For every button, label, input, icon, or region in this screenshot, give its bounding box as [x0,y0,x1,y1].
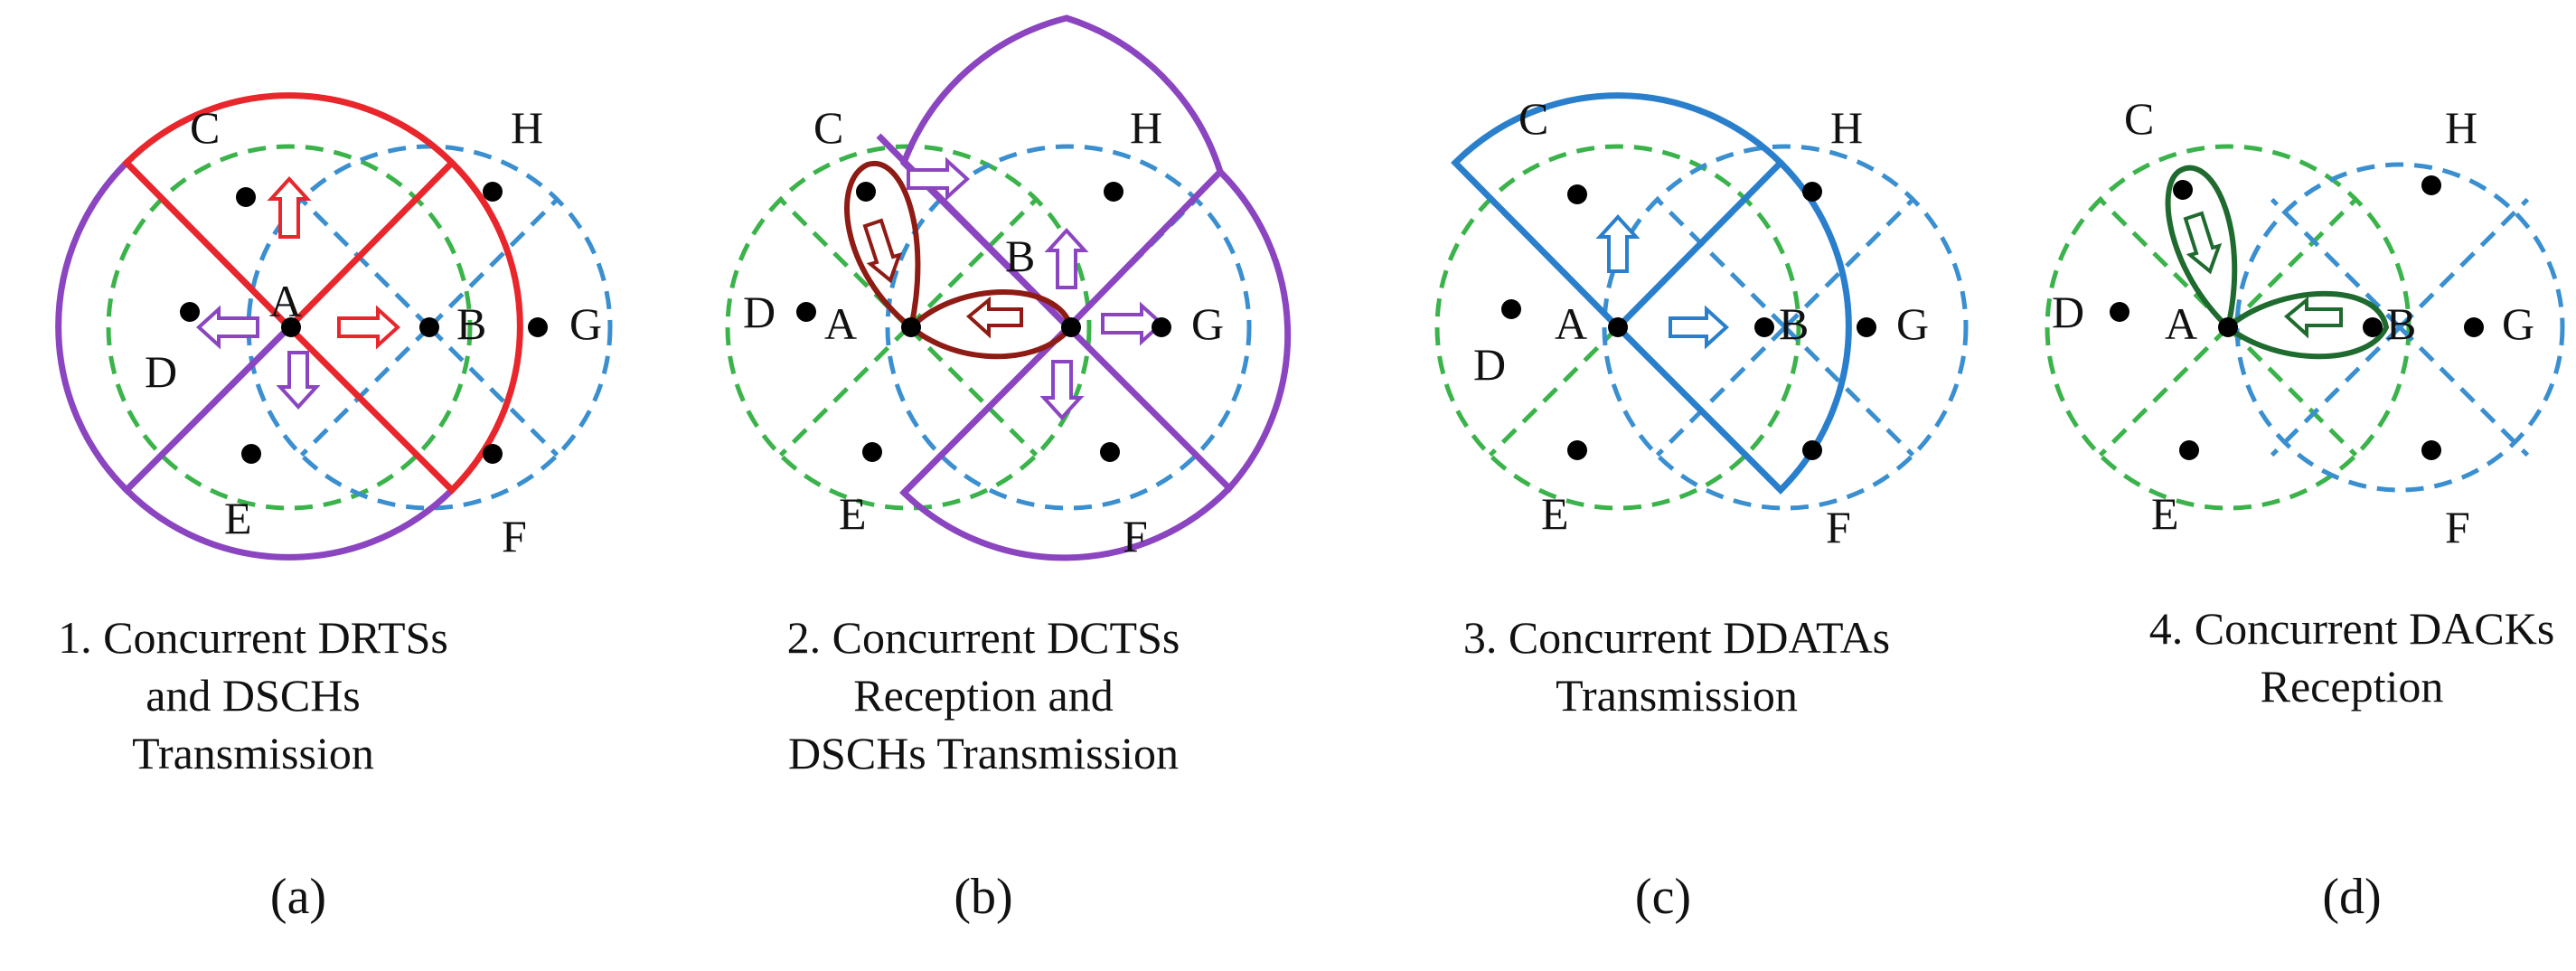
node-e-label: E [2151,488,2179,539]
node-f-label: F [502,511,527,561]
node-h-label: H [1130,102,1162,153]
arrow-down [276,351,321,410]
nodes [796,182,1171,462]
caption-line-2: Reception [2261,661,2444,712]
arrow-diag [862,218,903,284]
arrow-right [337,305,400,350]
node-g-label: G [1191,298,1224,349]
node-f-label: F [1123,511,1148,561]
node-b-label: B [1005,231,1035,281]
node-d-label: D [2052,287,2084,337]
arrow-right [1101,301,1164,346]
panel-sublabel: (c) [1635,869,1691,925]
panel-c: A B C D E F G H 3. Concurrent DDATAs Tra… [1434,92,1969,925]
caption-line-1: 4. Concurrent DACKs [2149,603,2555,654]
caption-line-2: Reception and [853,670,1113,721]
node-d-label: D [1473,339,1506,390]
arrow-right-top [907,156,970,202]
node-a-label: A [2165,298,2197,349]
arrow-down [1039,360,1085,420]
red-sector-beams [122,92,523,495]
nodes [1501,182,1876,460]
caption-line-3: DSCHs Transmission [788,728,1179,778]
caption-line-1: 1. Concurrent DRTSs [58,612,448,663]
node-g-label: G [569,298,602,349]
blue-dashed-range [2219,146,2576,508]
purple-sector-beams [55,158,455,561]
blue-dashed-range [1602,144,1969,511]
caption-line-1: 3. Concurrent DDATAs [1463,612,1890,663]
node-b-label: B [456,298,486,349]
purple-sector-beams [876,14,1292,561]
node-labels: A B C D E F G H [1473,93,1929,552]
node-e-label: E [224,493,252,543]
caption-line-3: Transmission [132,728,374,778]
node-labels: A B C D E F G H [2052,93,2534,552]
node-h-label: H [1830,102,1863,153]
node-a-label: A [824,298,857,349]
node-labels: A B C D E F G H [145,102,602,561]
node-h-label: H [511,102,543,153]
node-c-label: C [2124,93,2154,144]
node-b-label: B [1779,298,1809,349]
node-c-label: C [1518,93,1548,144]
arrow-left-small [965,296,1023,339]
panel-sublabel: (d) [2322,869,2381,925]
panel-sublabel: (a) [270,869,326,925]
node-e-label: E [1541,488,1569,539]
node-c-label: C [813,102,843,153]
dark-green-beams [2165,165,2390,360]
caption-line-2: and DSCHs [146,670,361,721]
node-d-label: D [145,346,177,397]
nodes [180,182,548,464]
node-c-label: C [190,102,220,153]
nodes [2110,175,2484,460]
panel-sublabel: (b) [954,869,1012,925]
panel-b: A B C D E F G H 2. Concurrent DCTSs Rece… [725,14,1292,925]
node-f-label: F [1826,502,1851,552]
arrow-diag [2183,211,2223,275]
green-dashed-range [2045,144,2411,511]
node-a-label: A [269,276,302,326]
node-e-label: E [839,488,867,539]
node-g-label: G [1896,298,1929,349]
node-d-label: D [743,287,776,337]
arrow-up [1044,228,1089,289]
node-a-label: A [1555,298,1587,349]
caption-line-1: 2. Concurrent DCTSs [787,612,1180,663]
arrow-up [267,176,312,239]
panel-d: A B C D E F G H 4. Concurrent DACKs Rece… [2045,93,2576,925]
arrow-right [1669,305,1729,350]
node-b-label: B [2386,298,2416,349]
arrow-up [1595,214,1641,273]
node-g-label: G [2502,298,2534,349]
arrow-left [2283,296,2343,339]
node-labels: A B C D E F G H [743,102,1224,561]
panel-a: A B C D E F G H 1. Concurrent DRTSs and … [55,92,613,925]
node-h-label: H [2445,102,2477,153]
caption-line-2: Transmission [1556,670,1798,721]
arrow-left [196,305,259,350]
node-f-label: F [2445,502,2470,552]
